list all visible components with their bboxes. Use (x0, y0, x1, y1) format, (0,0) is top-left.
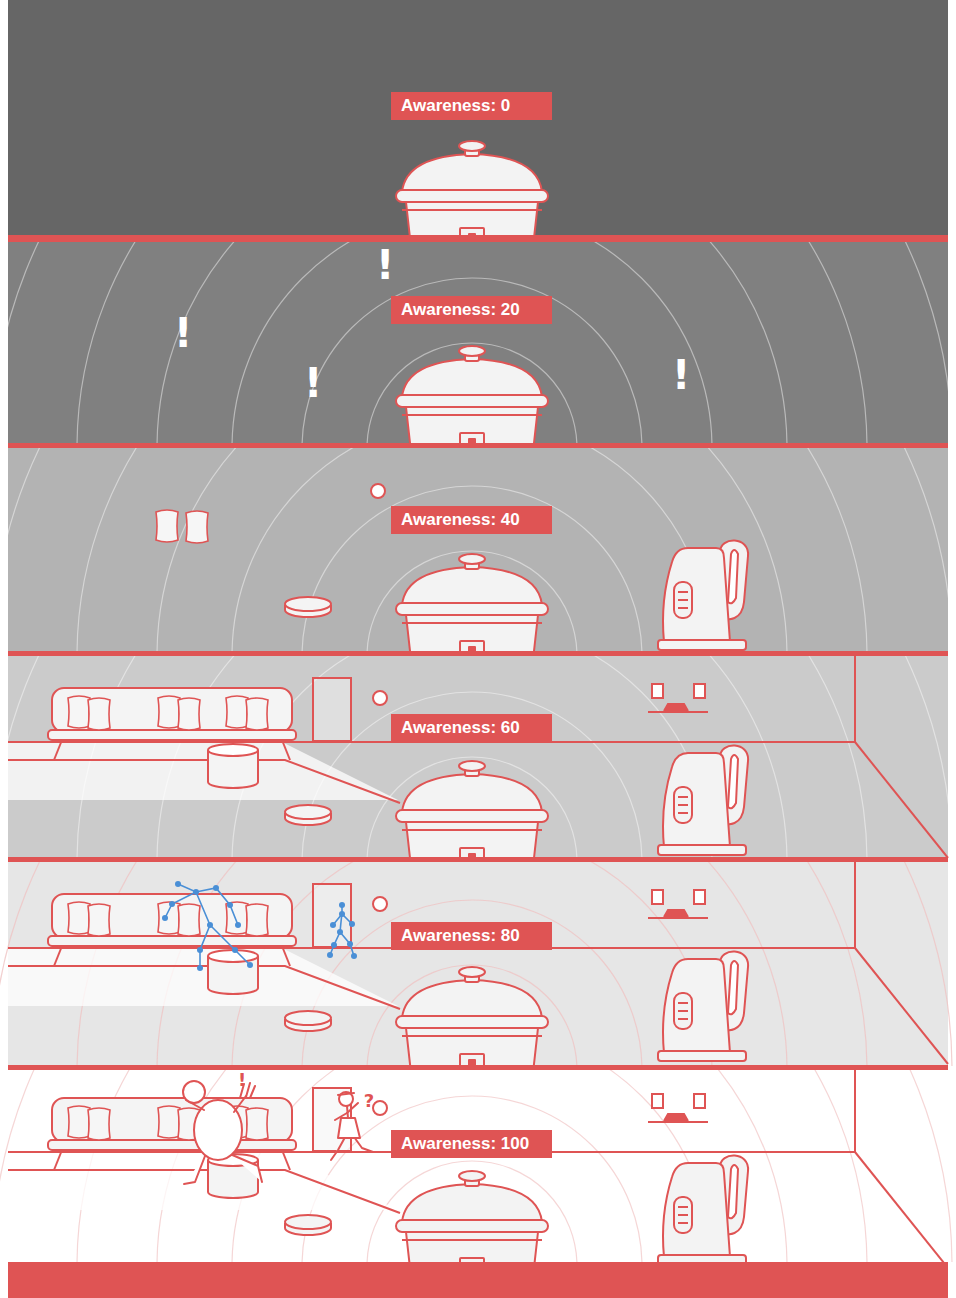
alert-mark: ! (238, 1071, 246, 1089)
separator (8, 1065, 948, 1070)
signal-arcs (0, 0, 956, 1113)
kettle (658, 540, 748, 650)
alert-mark: ! (672, 355, 690, 395)
awareness-label: Awareness: 80 (391, 922, 552, 950)
signal-arcs (0, 197, 956, 1298)
awareness-text: Awareness: 40 (401, 510, 520, 529)
alert-mark: ! (304, 363, 322, 403)
awareness-text: Awareness: 100 (401, 1134, 529, 1153)
alert-mark: ! (174, 313, 192, 353)
awareness-label: Awareness: 40 (391, 506, 552, 534)
pillow (156, 510, 178, 542)
pose-skeleton (162, 881, 253, 971)
panel (0, 405, 956, 1298)
separator (8, 443, 948, 448)
pose-skeleton (327, 902, 357, 959)
separator (8, 651, 948, 656)
signal-arcs (0, 405, 956, 1298)
awareness-text: Awareness: 60 (401, 718, 520, 737)
room-scene (8, 656, 948, 876)
sensor-dot (371, 484, 385, 498)
awareness-label: Awareness: 100 (391, 1130, 552, 1158)
awareness-label: Awareness: 0 (391, 92, 552, 120)
pillow (186, 511, 208, 543)
panel (0, 601, 956, 1298)
signal-arcs (0, 601, 956, 1298)
panel (8, 0, 948, 256)
separator (8, 235, 948, 242)
alert-mark: ! (376, 245, 394, 285)
awareness-label: Awareness: 20 (391, 296, 552, 324)
awareness-text: Awareness: 0 (401, 96, 510, 115)
person-figure (183, 1081, 262, 1184)
room-scene (8, 1066, 948, 1286)
awareness-text: Awareness: 20 (401, 300, 520, 319)
alert-mark: ? (364, 1092, 374, 1110)
bottom-bar (8, 1262, 948, 1298)
room-scene (8, 862, 948, 1082)
awareness-label: Awareness: 60 (391, 714, 552, 742)
panel (0, 197, 956, 1298)
awareness-text: Awareness: 80 (401, 926, 520, 945)
robot-vacuum (285, 597, 331, 617)
separator (8, 857, 948, 862)
panel (0, 0, 956, 1113)
